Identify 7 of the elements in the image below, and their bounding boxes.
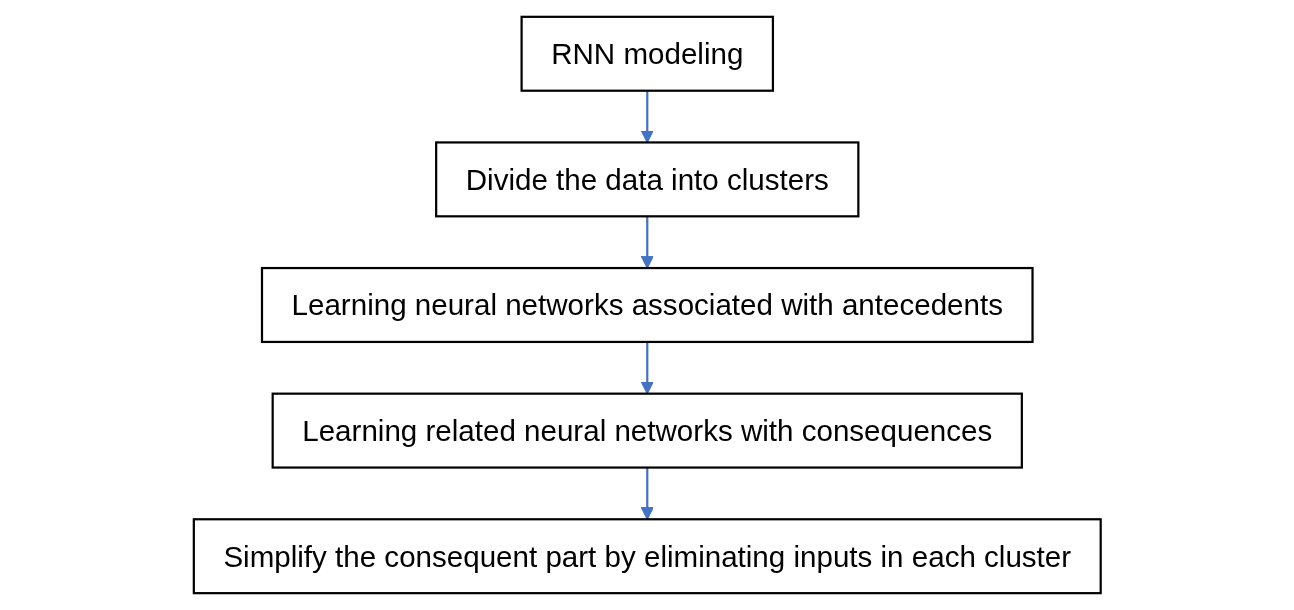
arrow: [640, 216, 654, 269]
arrow: [640, 467, 654, 520]
node-box: Simplify the consequent part by eliminating inputs in each cluster: [192, 518, 1102, 595]
node-box: Learning related neural networks with consequences: [271, 392, 1023, 469]
node-box: Learning neural networks associated with antecedents: [260, 266, 1034, 344]
node-box: Divide the data into clusters: [434, 141, 860, 218]
node-box: RNN modeling: [520, 15, 774, 92]
